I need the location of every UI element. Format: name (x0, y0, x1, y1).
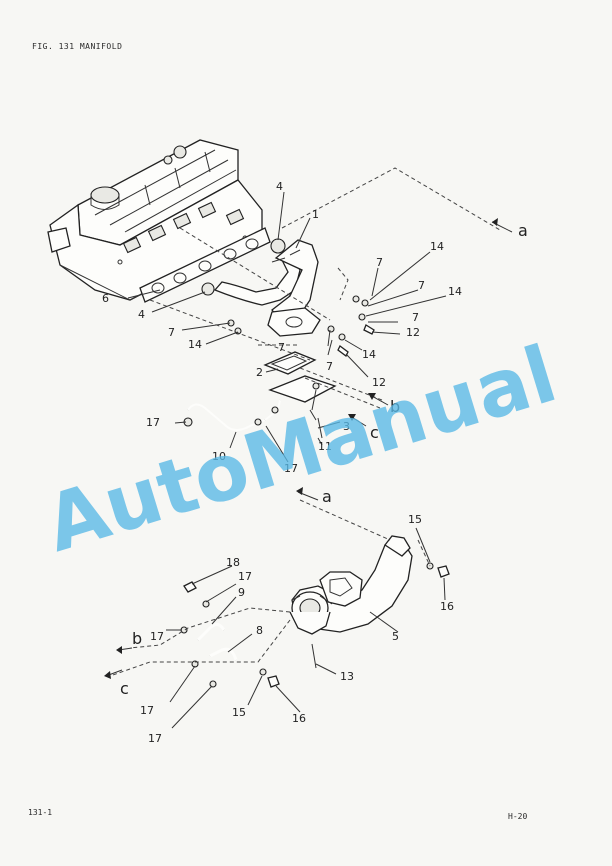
engine-head-illustration (47, 139, 263, 301)
callout-7-a: 7 (376, 256, 383, 269)
callout-7-f: 7 (326, 360, 333, 373)
callout-17-d: 17 (150, 630, 164, 643)
flange-plate-part-3 (268, 375, 337, 403)
callout-15-a: 15 (408, 513, 422, 526)
callout-16-b: 16 (292, 712, 306, 725)
fastener-group-upper (227, 295, 375, 421)
callout-7-b: 7 (418, 279, 425, 292)
callout-14-d: 14 (362, 348, 376, 361)
callout-5: 5 (392, 630, 399, 643)
callout-17-e: 17 (140, 704, 154, 717)
callout-4-lower: 4 (138, 308, 145, 321)
callout-3: 3 (343, 420, 350, 433)
callout-17-f: 17 (148, 732, 162, 745)
callout-12-b: 12 (372, 376, 386, 389)
callout-10: 10 (212, 450, 226, 463)
callout-13: 13 (340, 670, 354, 683)
callout-7-c: 7 (412, 311, 419, 324)
exhaust-manifold-part-5 (289, 535, 413, 669)
page-code: H-20 (508, 812, 528, 821)
callout-7-e: 7 (278, 341, 285, 354)
arrow-label-c-top: c (370, 423, 379, 442)
callout-12-a: 12 (406, 326, 420, 339)
callout-14-a: 14 (430, 240, 444, 253)
callout-14-c: 14 (188, 338, 202, 351)
callout-11: 11 (318, 440, 332, 453)
arrow-label-b-bottom: b (132, 629, 142, 648)
arrow-label-c-bottom: c (120, 679, 129, 698)
callout-16-a: 16 (440, 600, 454, 613)
arrow-label-a-top: a (518, 221, 528, 240)
callout-6: 6 (102, 292, 109, 305)
figure-title: FIG. 131 MANIFOLD (32, 42, 123, 51)
callout-4-upper: 4 (276, 180, 283, 193)
callout-1: 1 (312, 208, 319, 221)
callout-7-d: 7 (168, 326, 175, 339)
callout-17-c: 17 (238, 570, 252, 583)
arrow-label-b-top: b (390, 397, 400, 416)
callout-18: 18 (226, 556, 240, 569)
callout-2: 2 (256, 366, 263, 379)
callout-17-a: 17 (146, 416, 160, 429)
callout-15-b: 15 (232, 706, 246, 719)
callout-9: 9 (238, 586, 245, 599)
arrow-label-a-bottom: a (322, 487, 332, 506)
page-number: 131-1 (28, 808, 53, 817)
callout-8: 8 (256, 624, 263, 637)
fastener-group-lower (180, 562, 450, 688)
callout-17-b: 17 (284, 462, 298, 475)
callout-14-b: 14 (448, 285, 462, 298)
